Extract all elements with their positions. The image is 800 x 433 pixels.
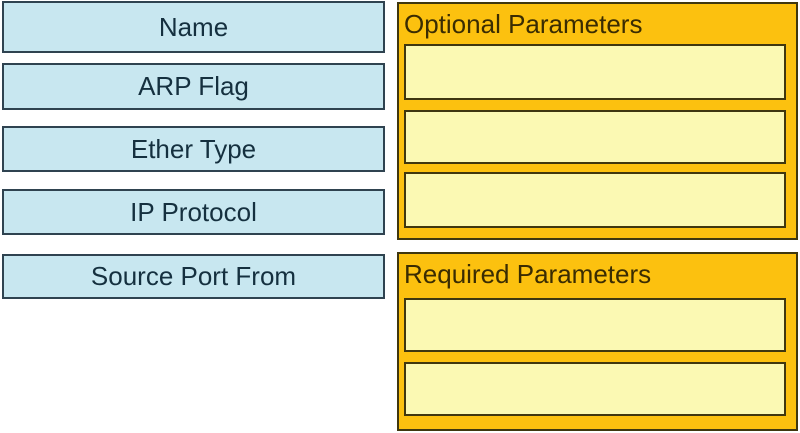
drag-item-label: Ether Type	[130, 133, 257, 164]
required-drop-slot-1[interactable]	[404, 298, 786, 352]
required-parameters-title: Required Parameters	[404, 259, 652, 289]
drag-item-arp-flag[interactable]: ARP Flag	[2, 63, 385, 110]
drag-item-label: Name	[158, 11, 229, 42]
required-parameters-panel: Required Parameters	[397, 252, 798, 431]
drag-item-label: Source Port From	[90, 261, 297, 291]
optional-drop-slot-3[interactable]	[404, 172, 786, 228]
drag-item-label: ARP Flag	[138, 71, 249, 101]
optional-parameters-panel: Optional Parameters	[397, 2, 798, 240]
optional-parameters-title: Optional Parameters	[404, 9, 643, 39]
drag-item-label: IP Protocol	[130, 196, 257, 227]
drag-item-ether-type[interactable]: Ether Type	[2, 126, 385, 172]
drag-item-ip-protocol[interactable]: IP Protocol	[2, 189, 385, 235]
drag-item-source-port-from[interactable]: Source Port From	[2, 254, 385, 299]
drag-item-name[interactable]: Name	[2, 1, 385, 53]
optional-drop-slot-2[interactable]	[404, 110, 786, 164]
required-drop-slot-2[interactable]	[404, 362, 786, 416]
optional-drop-slot-1[interactable]	[404, 44, 786, 100]
